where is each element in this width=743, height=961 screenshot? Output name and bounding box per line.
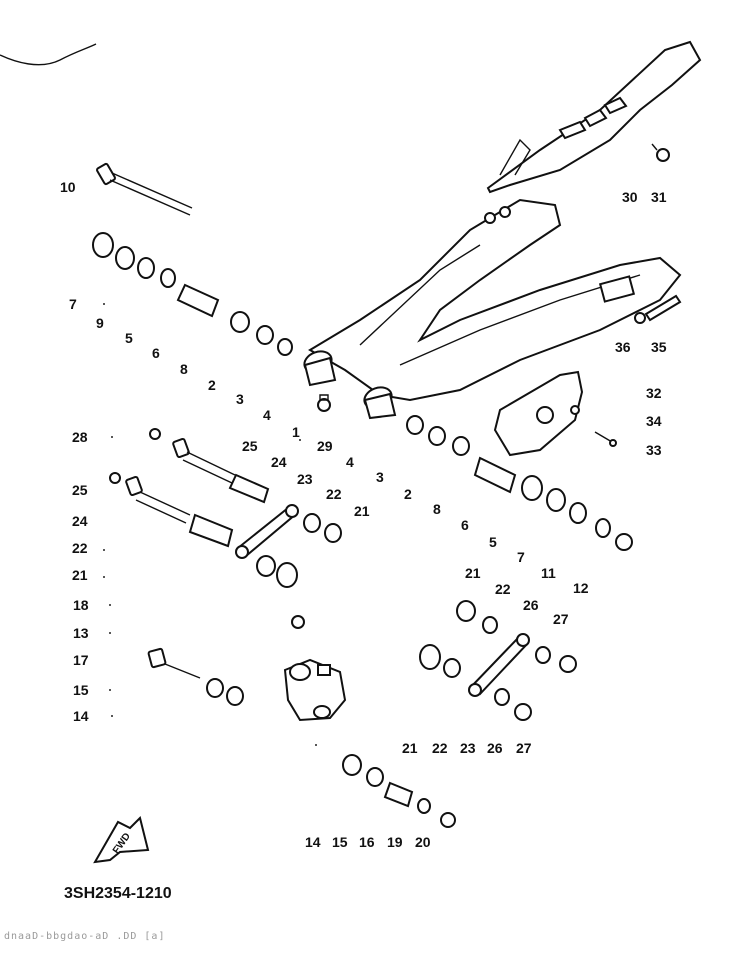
callout-31: 31 xyxy=(651,189,667,205)
relay-arm-bolt-upper xyxy=(172,437,270,504)
callout-21-bottom: 21 xyxy=(402,740,418,756)
callout-8-lower: 8 xyxy=(433,501,441,517)
callout-24: 24 xyxy=(271,454,287,470)
callout-36: 36 xyxy=(615,339,631,355)
callout-3: 3 xyxy=(236,391,244,407)
bearing-stack-lower-right xyxy=(406,415,633,551)
callout-26-bottom: 26 xyxy=(487,740,503,756)
footer-text: dnaaD-bbgdao-aD .DD [a] xyxy=(4,931,165,942)
chain-guard-bolt xyxy=(651,143,670,162)
callout-14: 14 xyxy=(73,708,89,724)
callout-5-lower: 5 xyxy=(489,534,497,550)
callout-labels: 10 30 31 7 9 5 6 8 2 3 4 1 36 35 32 34 3… xyxy=(60,179,667,850)
chain-puller-bracket xyxy=(493,370,584,457)
bearing-stack-upper-left xyxy=(92,232,293,356)
callout-35: 35 xyxy=(651,339,667,355)
callout-30: 30 xyxy=(622,189,638,205)
callout-21-right: 21 xyxy=(465,565,481,581)
callout-2: 2 xyxy=(208,377,216,393)
callout-29: 29 xyxy=(317,438,333,454)
callout-32: 32 xyxy=(646,385,662,401)
callout-34: 34 xyxy=(646,413,662,429)
relay-arm xyxy=(283,615,347,722)
callout-3-lower: 3 xyxy=(376,469,384,485)
small-nuts-left xyxy=(109,428,161,484)
lower-bolt-stack xyxy=(342,754,456,828)
callout-19: 19 xyxy=(387,834,403,850)
callout-22: 22 xyxy=(326,486,342,502)
callout-7-lower: 7 xyxy=(517,549,525,565)
callout-15: 15 xyxy=(73,682,89,698)
callout-15-bottom: 15 xyxy=(332,834,348,850)
adjuster-bolt xyxy=(634,294,682,324)
stray-pen-stroke xyxy=(0,43,97,66)
callout-20: 20 xyxy=(415,834,431,850)
relay-link-collars xyxy=(256,513,342,588)
callout-11: 11 xyxy=(541,565,556,581)
relay-arm-bolt-17 xyxy=(147,647,244,706)
pivot-sleeve-left xyxy=(303,350,337,387)
callout-7: 7 xyxy=(69,296,77,312)
callout-28: 28 xyxy=(72,429,88,445)
leader-dots xyxy=(103,303,317,746)
relay-link-left xyxy=(235,504,299,559)
callout-22-right: 22 xyxy=(495,581,511,597)
callout-17: 17 xyxy=(73,652,89,668)
callout-1: 1 xyxy=(292,424,300,440)
callout-2-lower: 2 xyxy=(404,486,412,502)
diagram-code: 3SH2354-1210 xyxy=(64,885,172,902)
swingarm xyxy=(308,198,682,402)
callout-22-left: 22 xyxy=(72,540,88,556)
relay-arm-bolt-lower xyxy=(125,475,234,548)
fwd-arrow: FWD xyxy=(93,816,150,864)
callout-6: 6 xyxy=(152,345,160,361)
callout-18: 18 xyxy=(73,597,89,613)
callout-10: 10 xyxy=(60,179,76,195)
chain-guard xyxy=(486,40,702,194)
callout-9: 9 xyxy=(96,315,104,331)
callout-21: 21 xyxy=(354,503,370,519)
callout-27: 27 xyxy=(553,611,569,627)
callout-24-left: 24 xyxy=(72,513,88,529)
pivot-shaft-bolt xyxy=(96,162,193,216)
callout-13: 13 xyxy=(73,625,89,641)
callout-26: 26 xyxy=(523,597,539,613)
callout-21-left: 21 xyxy=(72,567,88,583)
callout-22-bottom: 22 xyxy=(432,740,448,756)
callout-14-bottom: 14 xyxy=(305,834,321,850)
relay-link-right xyxy=(419,600,577,721)
pivot-sleeve-right xyxy=(363,386,397,420)
callout-23-bottom: 23 xyxy=(460,740,476,756)
callout-23: 23 xyxy=(297,471,313,487)
callout-4: 4 xyxy=(263,407,271,423)
grease-nipple xyxy=(317,394,331,412)
callout-33: 33 xyxy=(646,442,662,458)
callout-4-lower: 4 xyxy=(346,454,354,470)
callout-25: 25 xyxy=(242,438,258,454)
callout-8: 8 xyxy=(180,361,188,377)
callout-27-bottom: 27 xyxy=(516,740,532,756)
callout-16: 16 xyxy=(359,834,375,850)
callout-6-lower: 6 xyxy=(461,517,469,533)
callout-12: 12 xyxy=(573,580,589,596)
bracket-bolt xyxy=(594,431,617,447)
callout-5: 5 xyxy=(125,330,133,346)
callout-25-left: 25 xyxy=(72,482,88,498)
